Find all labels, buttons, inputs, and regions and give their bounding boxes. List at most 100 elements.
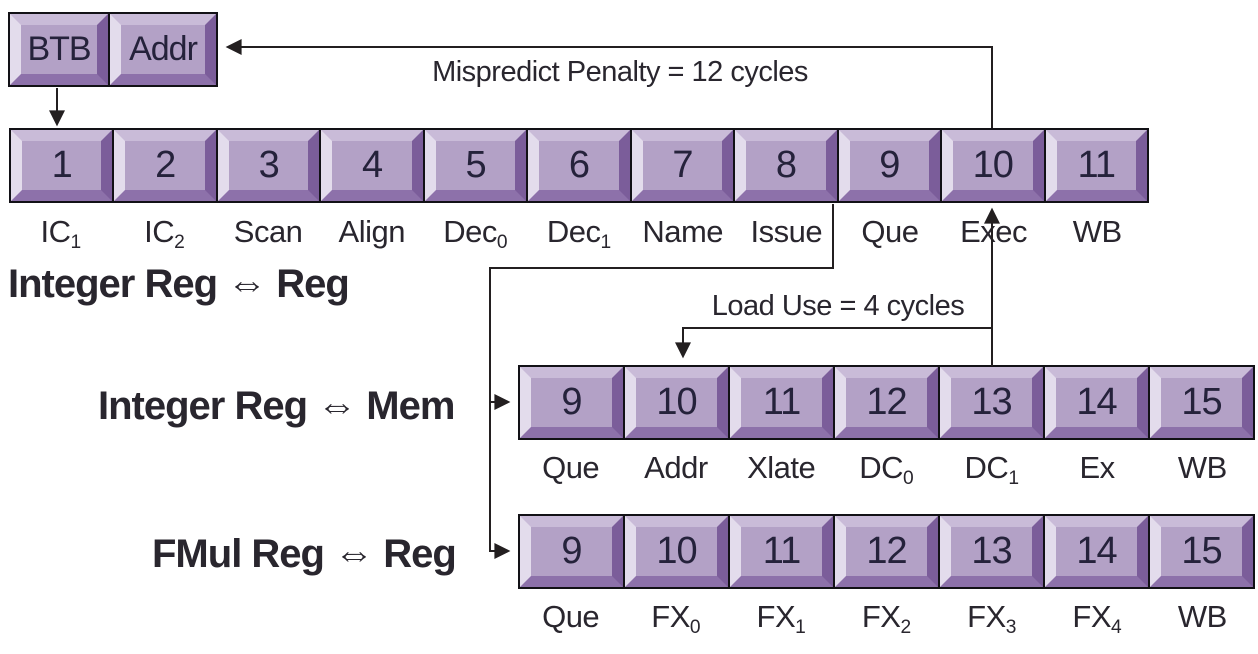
fmul-pipeline-box-cycle-9: 9 bbox=[518, 514, 625, 589]
stage-label-que: Que bbox=[861, 214, 919, 249]
stage-label-dec1: Dec1 bbox=[546, 214, 612, 254]
stage-label-fx1: FX1 bbox=[756, 599, 806, 639]
fmul-pipeline-box-cycle-15: 15 bbox=[1148, 514, 1255, 589]
main-pipeline-box-cycle-10: 10 bbox=[940, 128, 1046, 203]
row-title-integer-reg-reg: Integer Reg ⇔ Reg bbox=[8, 262, 350, 306]
box-bevel bbox=[11, 130, 113, 201]
stage-label-name: Name bbox=[642, 214, 724, 249]
stage-label-wb: WB bbox=[1072, 214, 1122, 249]
stage-label-addr: Addr bbox=[644, 450, 708, 485]
box-bevel bbox=[940, 367, 1043, 438]
stage-label-ic1: IC1 bbox=[40, 214, 82, 254]
stage-label-wb: WB bbox=[1177, 599, 1227, 634]
row-title-integer-reg-mem: Integer Reg ⇔ Mem bbox=[98, 384, 455, 428]
cycle-number: 10 bbox=[972, 144, 1014, 186]
cycle-number: 2 bbox=[155, 144, 176, 186]
load-use-arrow bbox=[675, 327, 992, 359]
stage-label-fx4: FX4 bbox=[1072, 599, 1122, 639]
box-bevel bbox=[735, 130, 837, 201]
main-pipeline-box-cycle-11: 11 bbox=[1043, 128, 1149, 203]
box-bevel bbox=[321, 130, 423, 201]
box-bevel bbox=[838, 130, 941, 201]
cycle-number: 13 bbox=[971, 381, 1012, 423]
box-bevel bbox=[1045, 130, 1147, 201]
main-pipeline-box-cycle-2: 2 bbox=[112, 128, 218, 203]
cycle-number: 9 bbox=[561, 530, 582, 572]
box-bevel bbox=[217, 130, 320, 201]
stage-label-que: Que bbox=[542, 599, 600, 634]
box-bevel bbox=[1150, 516, 1253, 587]
stage-label-dc0: DC0 bbox=[859, 450, 914, 490]
btb-box: BTB bbox=[8, 12, 110, 87]
addr-box-label: Addr bbox=[129, 30, 198, 68]
cycle-number: 14 bbox=[1076, 530, 1117, 572]
stage-label-fx2: FX2 bbox=[861, 599, 912, 639]
cycle-number: 12 bbox=[866, 381, 907, 423]
cycle-number: 3 bbox=[258, 144, 280, 186]
cycle-number: 10 bbox=[656, 530, 697, 572]
cycle-number: 13 bbox=[971, 530, 1012, 572]
cycle-number: 8 bbox=[775, 144, 797, 186]
btb-box-label: BTB bbox=[27, 30, 91, 68]
cycle-number: 11 bbox=[762, 381, 801, 423]
load-use-label: Load Use = 4 cycles bbox=[711, 290, 965, 322]
cycle-number: 5 bbox=[465, 144, 486, 186]
stage-label-exec: Exec bbox=[960, 214, 1028, 249]
integer-mem-pipeline-box-cycle-12: 12 bbox=[833, 365, 940, 440]
cycle-number: 7 bbox=[672, 144, 693, 186]
box-bevel bbox=[942, 130, 1044, 201]
integer-mem-pipeline-box-cycle-11: 11 bbox=[728, 365, 835, 440]
integer-mem-pipeline-box-cycle-10: 10 bbox=[623, 365, 730, 440]
stage-labels-fmul: Que FX0 FX1 FX2 FX3 FX4 WB bbox=[518, 596, 1255, 649]
stage-label-dc1: DC1 bbox=[964, 450, 1019, 490]
integer-mem-pipeline-box-cycle-9: 9 bbox=[518, 365, 625, 440]
cycle-number: 14 bbox=[1076, 381, 1117, 423]
cycle-number: 15 bbox=[1181, 530, 1222, 572]
cycle-number: 11 bbox=[1077, 144, 1116, 186]
cycle-number: 6 bbox=[568, 144, 590, 186]
stage-label-dec0: Dec0 bbox=[443, 214, 508, 254]
stage-label-que: Que bbox=[542, 450, 600, 485]
stage-label-fx3: FX3 bbox=[967, 599, 1017, 639]
cycle-number: 9 bbox=[879, 144, 900, 186]
fmul-pipeline-box-cycle-12: 12 bbox=[833, 514, 940, 589]
integer-mem-pipeline-box-cycle-15: 15 bbox=[1148, 365, 1255, 440]
fmul-pipeline-box-cycle-14: 14 bbox=[1043, 514, 1150, 589]
cycle-number: 11 bbox=[762, 530, 801, 572]
box-bevel bbox=[1045, 367, 1148, 438]
main-pipeline-box-cycle-3: 3 bbox=[215, 128, 322, 203]
fmul-pipeline-box-cycle-11: 11 bbox=[728, 514, 835, 589]
main-pipeline-box-cycle-6: 6 bbox=[526, 128, 632, 203]
fmul-pipeline-box-cycle-10: 10 bbox=[623, 514, 730, 589]
btb-box-bevel bbox=[10, 14, 108, 85]
stage-label-scan: Scan bbox=[233, 214, 303, 249]
cycle-number: 15 bbox=[1181, 381, 1222, 423]
stage-label-ic2: IC2 bbox=[144, 214, 185, 254]
integer-mem-pipeline-box-cycle-13: 13 bbox=[938, 365, 1045, 440]
mispredict-penalty-label: Mispredict Penalty = 12 cycles bbox=[432, 56, 808, 88]
pipeline-row-fmul: 9 10 11 12 13 14 15 bbox=[518, 514, 1255, 589]
box-bevel bbox=[1150, 367, 1253, 438]
box-bevel bbox=[940, 516, 1043, 587]
cycle-number: 1 bbox=[51, 144, 73, 186]
box-bevel bbox=[1045, 516, 1148, 587]
cycle-number: 10 bbox=[656, 381, 697, 423]
fmul-pipeline-box-cycle-13: 13 bbox=[938, 514, 1045, 589]
addr-box-bevel bbox=[110, 14, 216, 85]
cycle-number: 12 bbox=[866, 530, 907, 572]
stage-label-fx0: FX0 bbox=[651, 599, 701, 639]
btb-addr-group: BTB Addr bbox=[8, 12, 220, 87]
row-title-fmul-reg-reg: FMul Reg ⇔ Reg bbox=[152, 532, 457, 576]
stage-label-align: Align bbox=[338, 214, 406, 249]
pipeline-row-integer-mem: 9 10 11 12 13 14 15 bbox=[518, 365, 1255, 440]
box-bevel bbox=[631, 130, 734, 201]
integer-mem-pipeline-box-cycle-14: 14 bbox=[1043, 365, 1150, 440]
main-pipeline-box-cycle-8: 8 bbox=[733, 128, 839, 203]
main-pipeline-box-cycle-9: 9 bbox=[836, 128, 943, 203]
addr-box: Addr bbox=[108, 12, 218, 87]
stage-label-ex: Ex bbox=[1079, 450, 1115, 485]
main-pipeline-box-cycle-5: 5 bbox=[422, 128, 529, 203]
cycle-number: 9 bbox=[561, 381, 582, 423]
stage-label-issue: Issue bbox=[750, 214, 823, 249]
